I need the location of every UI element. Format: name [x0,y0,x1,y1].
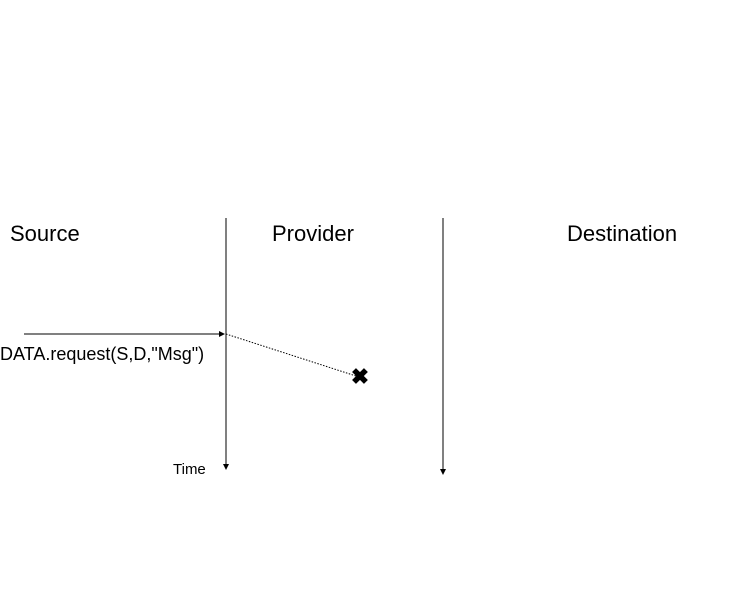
participant-source-label: Source [10,221,80,246]
data-request-label: DATA.request(S,D,"Msg") [0,344,205,364]
cross-icon: ✖ [350,364,370,389]
participant-provider-label: Provider [272,221,354,246]
time-axis-label: Time [173,461,206,478]
lost-message-line [225,333,357,377]
participant-destination-label: Destination [567,221,678,246]
